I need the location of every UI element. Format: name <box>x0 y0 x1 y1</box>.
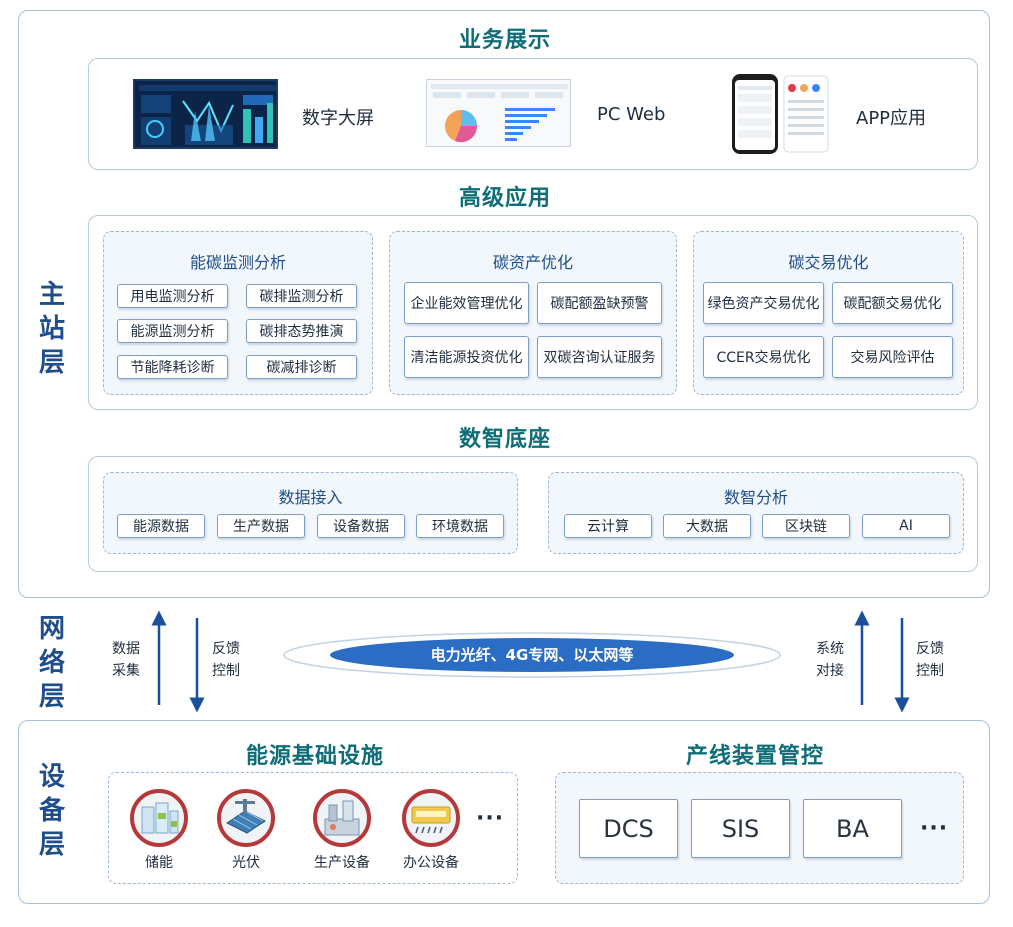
blockchain-box: 区块链 <box>762 514 850 538</box>
network-center-label: 电力光纤、4G专网、以太网等 <box>430 646 634 664</box>
digital-analysis-title: 数智分析 <box>723 488 788 507</box>
dcs-box: DCS <box>579 799 678 858</box>
solar-panel-icon <box>217 789 275 847</box>
sis-box: SIS <box>691 799 790 858</box>
arrow-label-line: 数据 <box>112 641 140 657</box>
data-access-title: 数据接入 <box>278 488 343 507</box>
energy-storage-label: 储能 <box>145 855 173 871</box>
efficiency-management-box: 企业能效管理优化 <box>404 282 529 324</box>
data-access-group <box>103 472 518 554</box>
feedback-control-label-right: 反馈 控制 <box>910 638 950 682</box>
energy-more-dots: ··· <box>476 806 505 831</box>
arrow-label-line: 反馈 <box>212 641 240 657</box>
layer-label-char: 设 <box>38 762 65 792</box>
energy-saving-box: 节能降耗诊断 <box>117 355 228 379</box>
arrow-label-line: 控制 <box>916 663 944 679</box>
layer-label-char: 络 <box>38 648 65 678</box>
solar-panel-label: 光伏 <box>232 855 260 871</box>
energy-infrastructure-title: 能源基础设施 <box>245 744 384 769</box>
layer-label-char: 层 <box>38 830 65 860</box>
arrow-label-line: 对接 <box>816 663 844 679</box>
quota-warning-box: 碳配额盈缺预警 <box>537 282 662 324</box>
arrow-label-line: 系统 <box>816 641 844 657</box>
energy-data-box: 能源数据 <box>117 514 205 538</box>
ba-box: BA <box>803 799 902 858</box>
carbon-asset-title: 碳资产优化 <box>492 253 573 272</box>
emission-trend-box: 碳排态势推演 <box>246 319 357 343</box>
digital-analysis-group <box>548 472 964 554</box>
system-docking-label: 系统 对接 <box>810 638 850 682</box>
digital-base-title: 数智底座 <box>458 427 551 452</box>
line-more-dots: ··· <box>920 816 949 841</box>
quota-trading-box: 碳配额交易优化 <box>832 282 953 324</box>
pc-web-label: PC Web <box>597 104 666 125</box>
trading-risk-box: 交易风险评估 <box>832 336 953 378</box>
production-data-box: 生产数据 <box>217 514 305 538</box>
layer-label-char: 站 <box>38 314 65 344</box>
layer-label-char: 备 <box>38 796 65 826</box>
big-screen-dashboard-thumbnail-icon <box>133 79 278 149</box>
pc-web-dashboard-thumbnail-icon <box>426 79 571 147</box>
main-station-layer-label: 主 站 层 <box>36 278 68 380</box>
arrow-label-line: 反馈 <box>916 641 944 657</box>
advanced-app-title: 高级应用 <box>458 186 551 211</box>
cloud-computing-box: 云计算 <box>564 514 652 538</box>
big-screen-label: 数字大屏 <box>302 108 374 129</box>
energy-monitoring-box: 能源监测分析 <box>117 319 228 343</box>
device-layer-label: 设 备 层 <box>36 760 68 862</box>
environment-data-box: 环境数据 <box>416 514 504 538</box>
feedback-control-label-left: 反馈 控制 <box>206 638 246 682</box>
energy-storage-icon <box>130 789 188 847</box>
mobile-app-thumbnail-icon <box>730 72 830 156</box>
emission-monitoring-box: 碳排监测分析 <box>246 284 357 308</box>
carbon-consulting-box: 双碳咨询认证服务 <box>537 336 662 378</box>
production-equipment-icon <box>313 789 371 847</box>
layer-label-char: 网 <box>38 614 65 644</box>
data-collection-label: 数据 采集 <box>106 638 146 682</box>
emission-reduction-box: 碳减排诊断 <box>246 355 357 379</box>
production-line-title: 产线装置管控 <box>685 744 824 769</box>
electricity-monitoring-box: 用电监测分析 <box>117 284 228 308</box>
green-asset-trading-box: 绿色资产交易优化 <box>703 282 824 324</box>
arrow-label-line: 控制 <box>212 663 240 679</box>
office-equipment-icon <box>402 789 460 847</box>
carbon-monitoring-title: 能碳监测分析 <box>189 253 286 272</box>
layer-label-char: 层 <box>38 682 65 712</box>
app-label: APP应用 <box>856 108 927 129</box>
big-data-box: 大数据 <box>663 514 751 538</box>
production-equipment-label: 生产设备 <box>314 855 370 871</box>
ai-box: AI <box>862 514 950 538</box>
clean-energy-investment-box: 清洁能源投资优化 <box>404 336 529 378</box>
business-display-title: 业务展示 <box>458 28 551 53</box>
equipment-data-box: 设备数据 <box>317 514 405 538</box>
layer-label-char: 层 <box>38 348 65 378</box>
network-layer-label: 网 络 层 <box>36 612 68 714</box>
ccer-trading-box: CCER交易优化 <box>703 336 824 378</box>
layer-label-char: 主 <box>38 280 65 310</box>
network-ellipse <box>330 638 734 672</box>
office-equipment-label: 办公设备 <box>403 855 459 871</box>
arrow-label-line: 采集 <box>112 663 140 679</box>
carbon-trading-title: 碳交易优化 <box>788 253 869 272</box>
